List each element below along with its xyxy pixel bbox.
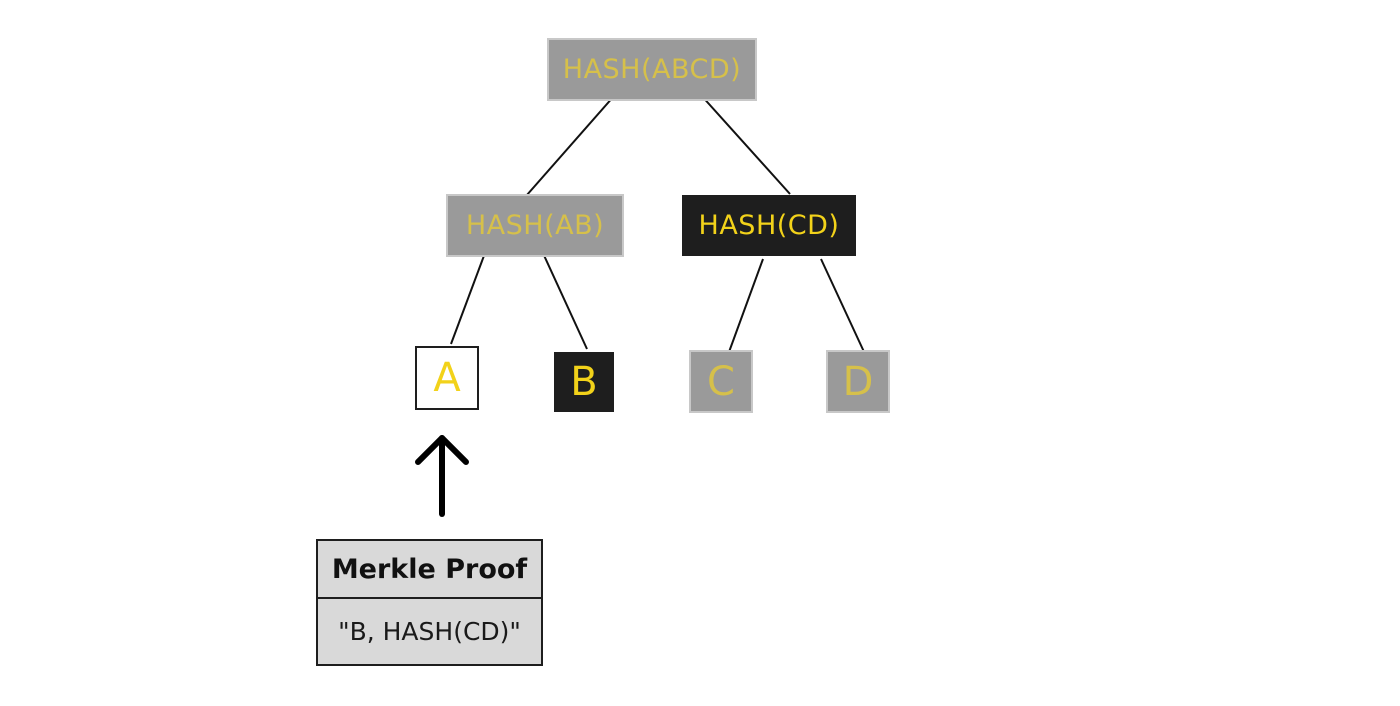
leaf-d-label: D bbox=[842, 358, 874, 405]
merkle-proof-title: Merkle Proof bbox=[331, 554, 528, 585]
leaf-c-node: C bbox=[689, 350, 753, 413]
merkle-proof-value: "B, HASH(CD)" bbox=[338, 617, 521, 646]
root-hash-label: HASH(ABCD) bbox=[562, 54, 742, 85]
merkle-proof-box: Merkle Proof "B, HASH(CD)" bbox=[316, 539, 543, 666]
edge-ab-to-a bbox=[450, 252, 486, 345]
root-hash-node: HASH(ABCD) bbox=[547, 38, 757, 101]
leaf-b-label: B bbox=[570, 359, 598, 405]
hash-cd-label: HASH(CD) bbox=[698, 210, 840, 241]
leaf-b-node: B bbox=[554, 352, 614, 412]
up-arrow-icon bbox=[415, 435, 469, 517]
edge-cd-to-d bbox=[820, 258, 866, 355]
leaf-a-label: A bbox=[433, 355, 461, 401]
edge-root-to-cd bbox=[699, 93, 791, 195]
leaf-d-node: D bbox=[826, 350, 890, 413]
leaf-a-node: A bbox=[415, 346, 479, 410]
edge-root-to-ab bbox=[518, 95, 615, 205]
hash-ab-node: HASH(AB) bbox=[446, 194, 624, 257]
hash-ab-label: HASH(AB) bbox=[465, 210, 605, 241]
merkle-proof-divider bbox=[318, 597, 541, 599]
leaf-c-label: C bbox=[707, 358, 735, 405]
edge-cd-to-c bbox=[728, 258, 764, 353]
edge-ab-to-b bbox=[541, 250, 588, 350]
hash-cd-node: HASH(CD) bbox=[682, 195, 856, 256]
